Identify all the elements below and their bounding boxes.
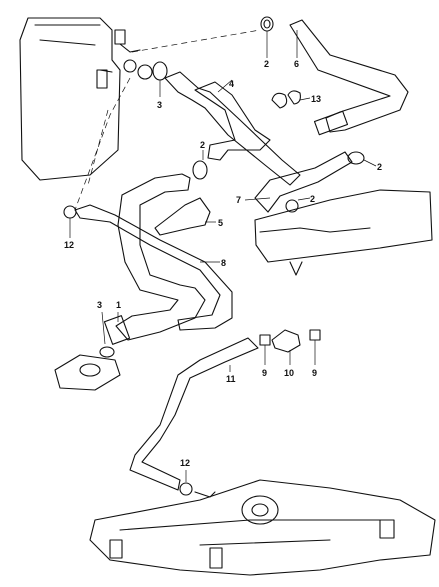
air-intake-housing (254, 189, 433, 276)
callout-labels: 2 6 3 4 13 2 2 7 2 5 12 8 3 1 9 10 9 11 … (64, 59, 382, 468)
connector-fittings (114, 29, 168, 81)
callout-2-right: 2 (377, 162, 382, 172)
clamp-12-upper (63, 205, 77, 219)
clamp-2-middle (192, 160, 208, 180)
callout-4: 4 (229, 79, 234, 89)
hose-11 (129, 337, 259, 491)
subframe-assembly (89, 479, 436, 576)
hose-8 (74, 204, 233, 331)
bracket-5 (154, 197, 211, 236)
hose-flange-fitting (54, 354, 121, 391)
callout-9-right: 9 (312, 368, 317, 378)
clamp-2-right (347, 151, 365, 165)
engine-housing (19, 17, 121, 181)
clamp-3-lower (99, 346, 115, 358)
clamp-13 (271, 90, 301, 109)
callout-3-lower: 3 (97, 300, 102, 310)
callout-8: 8 (221, 258, 226, 268)
hose-6-fitting (313, 110, 349, 136)
callout-11: 11 (226, 374, 236, 384)
hose-4 (164, 71, 301, 186)
hose-6 (289, 19, 409, 133)
callout-10: 10 (284, 368, 294, 378)
callout-3-top: 3 (157, 100, 162, 110)
callout-2-top: 2 (264, 59, 269, 69)
callout-6: 6 (294, 59, 299, 69)
callout-2-hose-7: 2 (310, 194, 315, 204)
hose-4-lower (194, 81, 271, 161)
callout-2-middle: 2 (200, 140, 205, 150)
callout-5: 5 (218, 218, 223, 228)
clamp-2-hose-7 (285, 199, 299, 213)
callout-1: 1 (116, 300, 121, 310)
clamp-9-left (259, 334, 271, 346)
callout-12-upper: 12 (64, 240, 74, 250)
hose-1-end-collar (103, 315, 131, 345)
hose-1-highlighted (115, 173, 206, 341)
clamp-9-right (309, 329, 321, 341)
assembly-guide-lines (74, 29, 261, 211)
callout-13: 13 (311, 94, 321, 104)
valve-10 (271, 329, 301, 353)
hose-7 (254, 151, 353, 213)
clamp-2-top (260, 16, 274, 32)
callout-7: 7 (236, 195, 241, 205)
callout-12-lower: 12 (180, 458, 190, 468)
clamp-12-lower (179, 482, 216, 498)
callout-leader-lines (69, 30, 377, 482)
callout-9-left: 9 (262, 368, 267, 378)
